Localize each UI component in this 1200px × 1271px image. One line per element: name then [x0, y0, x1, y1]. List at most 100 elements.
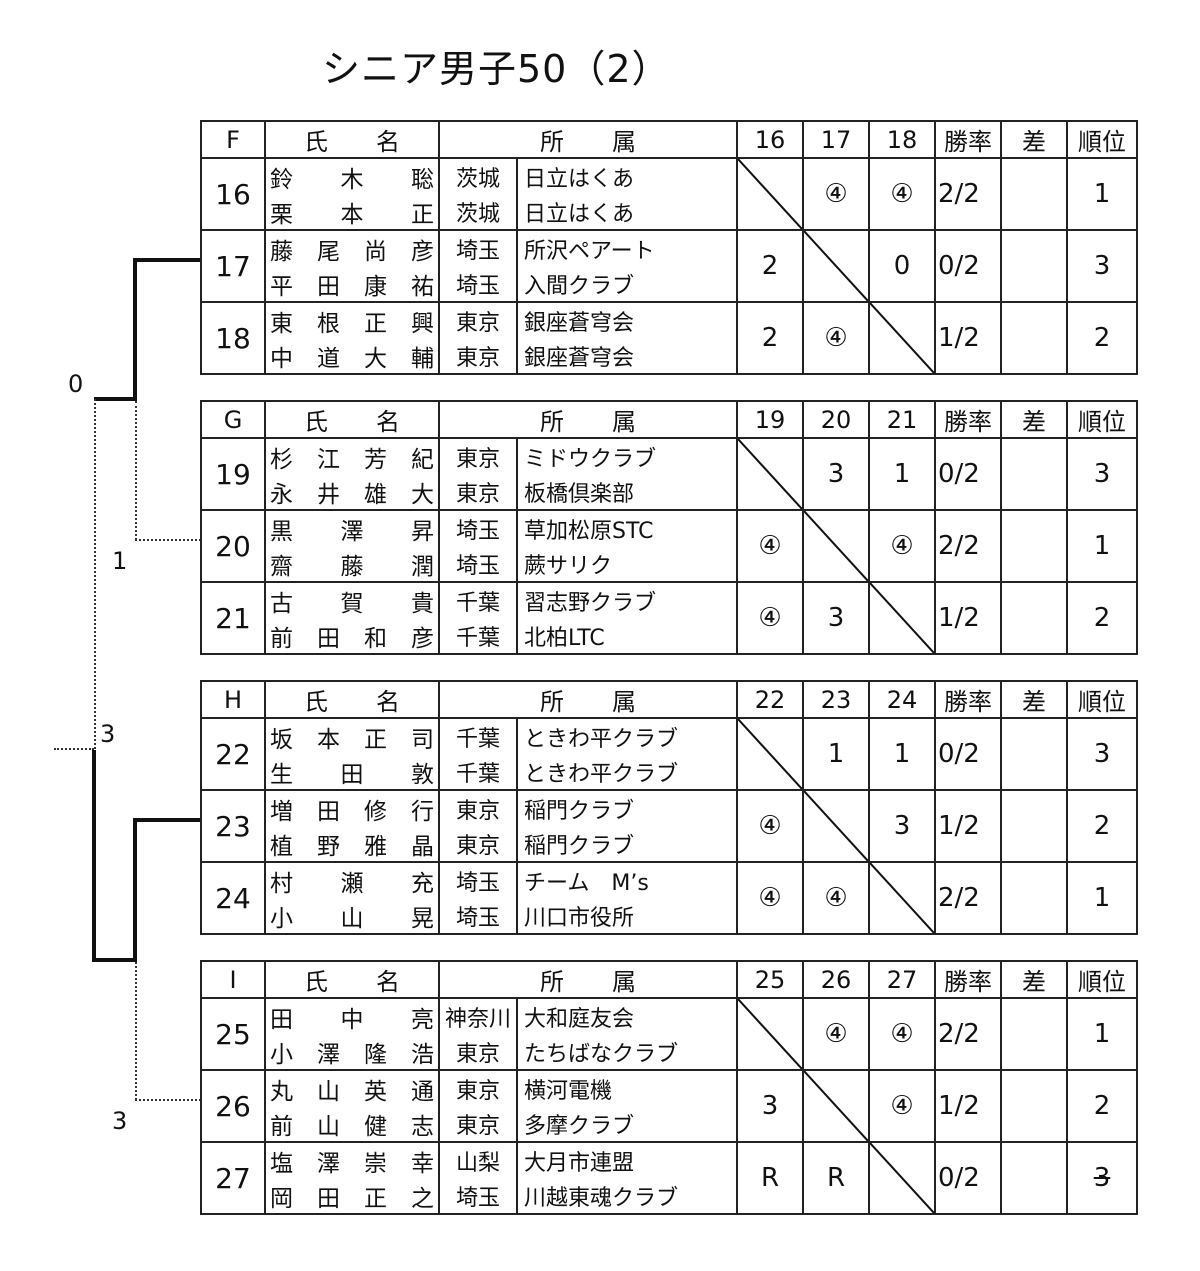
player-prefecture: 東京 — [438, 301, 518, 338]
rank: 3 — [1066, 229, 1138, 303]
header-rank: 順位 — [1066, 400, 1138, 439]
player-club: 習志野クラブ — [516, 581, 738, 618]
group-label: H — [200, 680, 266, 719]
player-name: 栗本正 — [264, 194, 440, 231]
player-prefecture: 千葉 — [438, 754, 518, 791]
name-char: 岡 — [270, 1185, 293, 1212]
player-club: 日立はくあ — [516, 157, 738, 194]
self-match-cell — [736, 157, 804, 231]
match-result: ④ — [736, 861, 804, 935]
table-row: 小澤隆浩東京たちばなクラブ — [201, 1034, 1137, 1071]
name-char: 鈴 — [270, 166, 293, 193]
name-char: 藤 — [270, 238, 293, 265]
player-name: 丸山英通 — [264, 1069, 440, 1106]
score-diff — [1000, 229, 1068, 303]
player-club: 川口市役所 — [516, 898, 738, 935]
name-char: 芳 — [364, 446, 387, 473]
header-opponent: 18 — [868, 120, 936, 159]
name-char: 齋 — [270, 553, 293, 580]
header-opponent: 21 — [868, 400, 936, 439]
player-name: 塩澤崇幸 — [264, 1141, 440, 1178]
table-row: 平田康祐埼玉入間クラブ — [201, 266, 1137, 303]
page-title: シニア男子50（2） — [322, 47, 671, 91]
player-club: 北柏LTC — [516, 618, 738, 655]
table-row: 永井雄大東京板橋倶楽部 — [201, 474, 1137, 511]
player-club: 多摩クラブ — [516, 1106, 738, 1143]
player-prefecture: 埼玉 — [438, 266, 518, 303]
self-match-cell — [868, 301, 936, 375]
name-char: 江 — [317, 446, 340, 473]
header-win-rate: 勝率 — [934, 120, 1002, 159]
header-rank: 順位 — [1066, 680, 1138, 719]
name-char: 大 — [411, 481, 434, 508]
name-char: 大 — [364, 345, 387, 372]
name-char: 貴 — [411, 590, 434, 617]
pair-number: 22 — [200, 717, 266, 791]
match-result: ④ — [736, 581, 804, 655]
name-char: 崇 — [364, 1150, 387, 1177]
name-char: 正 — [364, 726, 387, 753]
name-char: 晃 — [411, 905, 434, 932]
name-char: 山 — [340, 905, 364, 932]
rank: 3 — [1066, 437, 1138, 511]
player-name: 岡田正之 — [264, 1178, 440, 1215]
match-result: R — [802, 1141, 870, 1215]
name-char: 塩 — [270, 1150, 293, 1177]
player-name: 前田和彦 — [264, 618, 440, 655]
win-rate: 1/2 — [934, 1069, 1002, 1143]
player-prefecture: 埼玉 — [438, 546, 518, 583]
name-char: 本 — [340, 201, 364, 228]
self-match-cell — [802, 789, 870, 863]
player-name: 増田修行 — [264, 789, 440, 826]
player-club: チーム M’s — [516, 861, 738, 898]
name-char: 和 — [364, 625, 387, 652]
player-name: 小山晃 — [264, 898, 440, 935]
match-result: 1 — [868, 437, 936, 511]
win-rate: 2/2 — [934, 861, 1002, 935]
header-diff: 差 — [1000, 680, 1068, 719]
name-char: 田 — [317, 798, 340, 825]
pair-number: 19 — [200, 437, 266, 511]
win-rate: 2/2 — [934, 157, 1002, 231]
score-diff — [1000, 509, 1068, 583]
header-opponent: 27 — [868, 960, 936, 999]
match-result: 3 — [868, 789, 936, 863]
player-club: 入間クラブ — [516, 266, 738, 303]
rank: 2 — [1066, 1069, 1138, 1143]
name-char: 小 — [270, 905, 293, 932]
match-result: 3 — [736, 1069, 804, 1143]
name-char: 植 — [270, 833, 293, 860]
player-club: 草加松原STC — [516, 509, 738, 546]
bracket-score: 3 — [100, 720, 116, 748]
rank: 1 — [1066, 997, 1138, 1071]
match-result: 0 — [868, 229, 936, 303]
name-char: 田 — [340, 761, 364, 788]
player-name: 永井雄大 — [264, 474, 440, 511]
name-char: 潤 — [411, 553, 434, 580]
match-result: ④ — [802, 157, 870, 231]
player-prefecture: 千葉 — [438, 717, 518, 754]
bracket-score: 3 — [112, 1107, 128, 1135]
header-affiliation: 所 属 — [438, 680, 738, 719]
pair-number: 21 — [200, 581, 266, 655]
header-affiliation: 所 属 — [438, 400, 738, 439]
player-name: 黒澤昇 — [264, 509, 440, 546]
name-char: 野 — [317, 833, 340, 860]
player-club: 日立はくあ — [516, 194, 738, 231]
win-rate: 1/2 — [934, 581, 1002, 655]
match-result: 3 — [802, 437, 870, 511]
name-char: 康 — [364, 273, 387, 300]
name-char: 井 — [317, 481, 340, 508]
player-club: 稲門クラブ — [516, 789, 738, 826]
player-prefecture: 神奈川 — [438, 997, 518, 1034]
header-opponent: 23 — [802, 680, 870, 719]
player-club: 大和庭友会 — [516, 997, 738, 1034]
name-char: 輔 — [411, 345, 434, 372]
name-char: 行 — [411, 798, 434, 825]
match-result: ④ — [736, 509, 804, 583]
score-diff — [1000, 997, 1068, 1071]
